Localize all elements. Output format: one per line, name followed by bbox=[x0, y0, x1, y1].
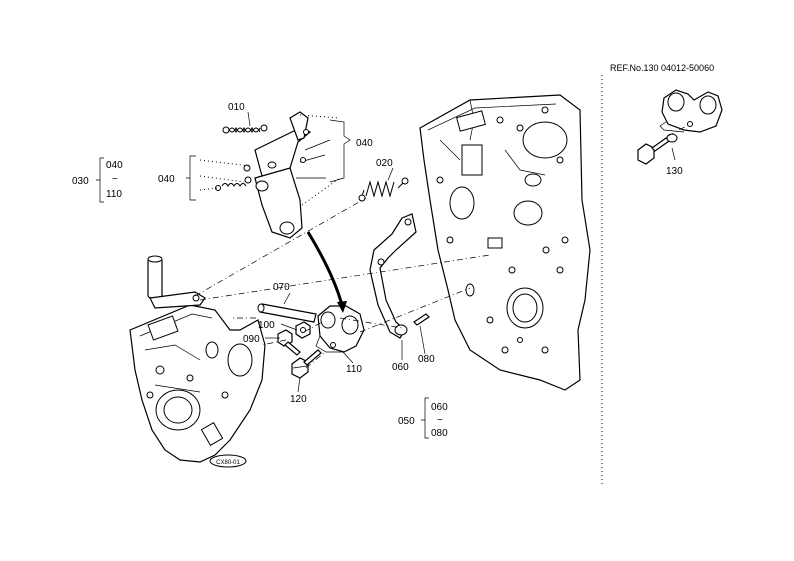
callout-120: 120 bbox=[290, 394, 307, 405]
nut-100 bbox=[295, 321, 311, 339]
range-050-to: 080 bbox=[431, 428, 448, 439]
spring-small bbox=[215, 164, 252, 191]
callout-080: 080 bbox=[418, 354, 435, 365]
bolt-090 bbox=[277, 329, 301, 356]
spring-020 bbox=[358, 177, 409, 202]
governor-lever-assembly bbox=[254, 111, 331, 239]
range-030-sep: ~ bbox=[112, 174, 118, 185]
inset-bolt-130 bbox=[637, 123, 691, 165]
callout-040-left: 040 bbox=[158, 174, 175, 185]
leader-lines bbox=[96, 111, 676, 439]
callout-090: 090 bbox=[243, 334, 260, 345]
callout-070: 070 bbox=[273, 282, 290, 293]
bolt-120 bbox=[291, 349, 322, 379]
reference-number: REF.No.130 04012-50060 bbox=[610, 63, 714, 73]
callout-060: 060 bbox=[392, 362, 409, 373]
range-050-sep: ~ bbox=[437, 415, 443, 426]
range-030-from: 040 bbox=[106, 160, 123, 171]
callout-100: 100 bbox=[258, 320, 275, 331]
callout-030: 030 bbox=[72, 176, 89, 187]
callout-130: 130 bbox=[666, 166, 683, 177]
engine-block bbox=[419, 94, 591, 391]
callout-010: 010 bbox=[228, 102, 245, 113]
range-050-from: 060 bbox=[431, 402, 448, 413]
bracket-110 bbox=[315, 305, 365, 353]
callout-020: 020 bbox=[376, 158, 393, 169]
inset-bracket-part bbox=[659, 89, 723, 133]
lever-060 bbox=[369, 213, 417, 339]
pin-080 bbox=[413, 313, 430, 326]
reference-inset: REF.No.130 04012-50060 130 bbox=[610, 63, 723, 177]
assembly-guide-lines bbox=[194, 114, 491, 369]
stamp-text: CX80-01 bbox=[216, 460, 240, 466]
spring-010 bbox=[222, 124, 268, 134]
governor-shaft bbox=[147, 255, 206, 309]
callout-050: 050 bbox=[398, 416, 415, 427]
shaft-070 bbox=[257, 303, 317, 323]
callout-040-top: 040 bbox=[356, 138, 373, 149]
callout-110: 110 bbox=[346, 364, 362, 375]
diagram-stamp: CX80-01 bbox=[209, 454, 247, 468]
range-030-to: 110 bbox=[106, 189, 122, 200]
gear-case bbox=[129, 304, 266, 463]
callout-labels: 010 020 030 040 ~ 110 040 040 070 100 09… bbox=[72, 102, 448, 439]
